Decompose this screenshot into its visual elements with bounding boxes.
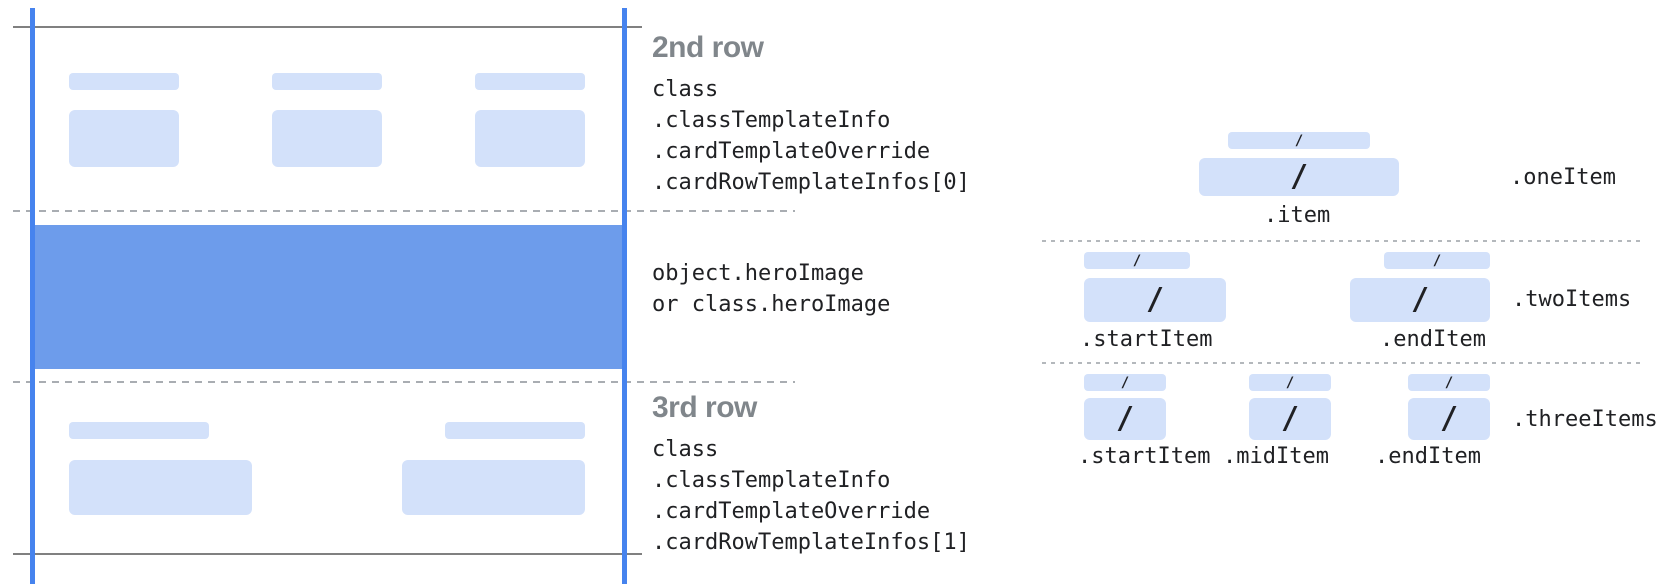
three-items-mid-label-placeholder: / (1249, 374, 1331, 391)
hero-image-band (30, 225, 627, 369)
one-item-item-label: .item (1264, 203, 1331, 228)
two-three-dashed-separator (1042, 362, 1640, 364)
three-items-mid-label: .midItem (1223, 444, 1329, 469)
hero-code-line: object.heroImage (652, 261, 864, 286)
row2-code-line: class (652, 77, 719, 102)
three-items-end-label-placeholder: / (1408, 374, 1490, 391)
three-items-end-value-placeholder: / (1408, 398, 1490, 440)
two-items-end-label: .endItem (1380, 327, 1486, 352)
row2-col2-label-placeholder (272, 73, 382, 90)
slash-glyph: / (1294, 132, 1304, 149)
two-items-side-label: .twoItems (1512, 287, 1632, 312)
hero-row3-dashed-separator (13, 381, 795, 383)
two-items-end-label-placeholder: / (1384, 252, 1490, 269)
hero-annotation: object.heroImage or class.heroImage (652, 258, 890, 320)
one-item-side-label: .oneItem (1510, 165, 1616, 190)
slash-glyph: / (1410, 282, 1430, 317)
row3-code-line: class (652, 437, 719, 462)
slash-glyph: / (1132, 252, 1142, 269)
two-items-start-label-placeholder: / (1084, 252, 1190, 269)
row3-code-line: .cardTemplateOverride (652, 499, 931, 524)
one-item-value-placeholder: / (1199, 158, 1399, 196)
row3-code-line: .cardRowTemplateInfos[1] (652, 530, 970, 555)
row3-start-label-placeholder (69, 422, 209, 439)
slash-glyph: / (1145, 282, 1165, 317)
row2-col1-label-placeholder (69, 73, 179, 90)
row2-heading: 2nd row (652, 31, 764, 64)
slash-glyph: / (1115, 401, 1135, 436)
slash-glyph: / (1439, 401, 1459, 436)
slash-glyph: / (1289, 159, 1309, 194)
hero-code-line: or class.heroImage (652, 292, 891, 317)
three-items-start-value-placeholder: / (1084, 398, 1166, 440)
slash-glyph: / (1120, 374, 1130, 391)
slash-glyph: / (1285, 374, 1295, 391)
two-items-end-value-placeholder: / (1350, 278, 1490, 322)
right-margin-guide-line (622, 8, 627, 584)
row3-end-value-placeholder (402, 460, 585, 515)
slash-glyph: / (1432, 252, 1442, 269)
slash-glyph: / (1280, 401, 1300, 436)
three-items-end-label: .endItem (1375, 444, 1481, 469)
three-items-mid-value-placeholder: / (1249, 398, 1331, 440)
row2-code-line: .classTemplateInfo (652, 108, 891, 133)
one-two-dashed-separator (1042, 240, 1640, 242)
three-items-side-label: .threeItems (1512, 407, 1658, 432)
row2-col2-value-placeholder (272, 110, 382, 167)
one-item-label-placeholder: / (1228, 132, 1370, 149)
card-top-boundary-line (13, 26, 642, 28)
row2-code-line: .cardRowTemplateInfos[0] (652, 170, 970, 195)
row3-annotation: 3rd row class .classTemplateInfo .cardTe… (652, 390, 970, 558)
three-items-start-label: .startItem (1078, 444, 1211, 469)
row2-col1-value-placeholder (69, 110, 179, 167)
row3-end-label-placeholder (445, 422, 585, 439)
row2-code-line: .cardTemplateOverride (652, 139, 931, 164)
row3-start-value-placeholder (69, 460, 252, 515)
row3-code-line: .classTemplateInfo (652, 468, 891, 493)
two-items-start-label: .startItem (1080, 327, 1213, 352)
row2-col3-label-placeholder (475, 73, 585, 90)
two-items-start-value-placeholder: / (1084, 278, 1226, 322)
left-margin-guide-line (30, 8, 35, 584)
row2-hero-dashed-separator (13, 210, 795, 212)
row2-col3-value-placeholder (475, 110, 585, 167)
row3-heading: 3rd row (652, 391, 757, 424)
slash-glyph: / (1444, 374, 1454, 391)
row2-annotation: 2nd row class .classTemplateInfo .cardTe… (652, 30, 970, 198)
card-bottom-boundary-line (13, 553, 642, 555)
three-items-start-label-placeholder: / (1084, 374, 1166, 391)
